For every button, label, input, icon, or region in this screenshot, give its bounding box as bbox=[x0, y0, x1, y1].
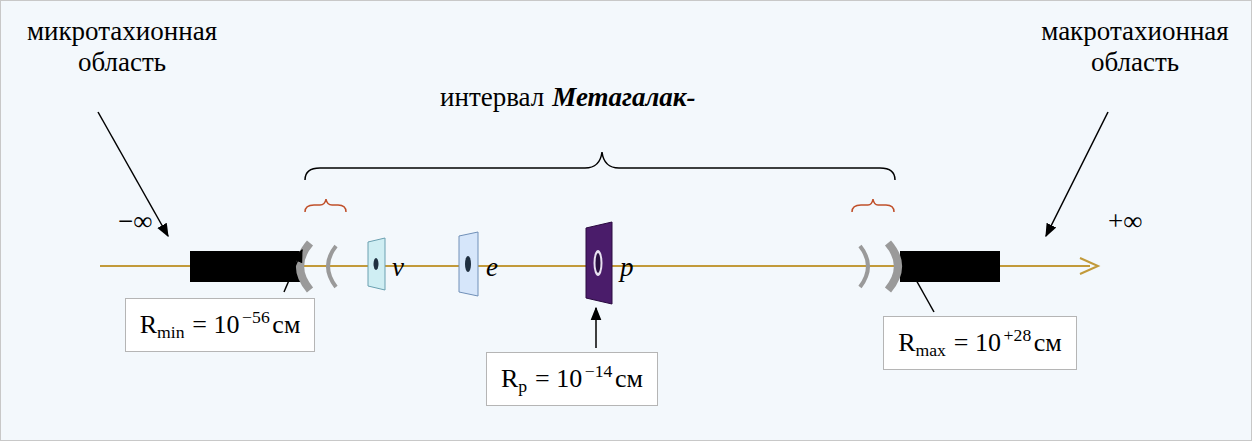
leader-arrow bbox=[906, 262, 934, 312]
formula-part: R bbox=[898, 328, 915, 357]
electron-plate bbox=[459, 232, 478, 296]
infinity-label: +∞ bbox=[1108, 206, 1142, 237]
neutrino-plate bbox=[368, 238, 385, 290]
formula-part: = 10 bbox=[192, 310, 239, 339]
radius-box: Rp = 10−14см bbox=[486, 352, 658, 406]
interval-label: интервал bbox=[440, 82, 544, 113]
formula-part: −14 bbox=[585, 361, 613, 381]
boundary-arc bbox=[888, 243, 898, 290]
radius-box: Rmax = 10+28см bbox=[883, 316, 1077, 370]
formula-part: = 10 bbox=[954, 328, 1001, 357]
radius-box: Rmin = 10−56см bbox=[125, 298, 316, 352]
boundary-arc bbox=[328, 246, 336, 287]
region-label: микротахионная область bbox=[22, 16, 222, 78]
particle-label: p bbox=[620, 252, 634, 283]
leader-arrow bbox=[595, 308, 597, 348]
formula-part: max bbox=[916, 340, 946, 360]
particle-label: ν bbox=[392, 252, 404, 283]
formula-part: p bbox=[518, 376, 527, 396]
region-label: макротахионная область bbox=[1030, 16, 1240, 78]
formula-part: −56 bbox=[242, 307, 270, 327]
interval-brace bbox=[305, 152, 895, 180]
leader-arrow bbox=[284, 250, 302, 292]
formula-part: min bbox=[157, 322, 185, 342]
formula-part: см bbox=[615, 364, 643, 393]
particle-label: e bbox=[486, 252, 498, 283]
formula-part: R bbox=[501, 364, 518, 393]
proton-plate bbox=[586, 222, 612, 304]
formula-part: см bbox=[272, 310, 300, 339]
formula-part: см bbox=[1034, 328, 1062, 357]
leader-arrow bbox=[1046, 112, 1108, 236]
limit-brace bbox=[852, 199, 894, 212]
infinity-label: −∞ bbox=[118, 206, 152, 237]
formula-part: R bbox=[140, 310, 157, 339]
axis-arrow bbox=[1080, 258, 1098, 274]
limit-brace bbox=[305, 199, 346, 212]
formula-part: = 10 bbox=[535, 364, 582, 393]
interval-label: Метагалак- bbox=[552, 82, 695, 113]
microtachyon-bar bbox=[190, 251, 300, 282]
formula-part: +28 bbox=[1004, 325, 1032, 345]
boundary-arc bbox=[860, 246, 868, 287]
